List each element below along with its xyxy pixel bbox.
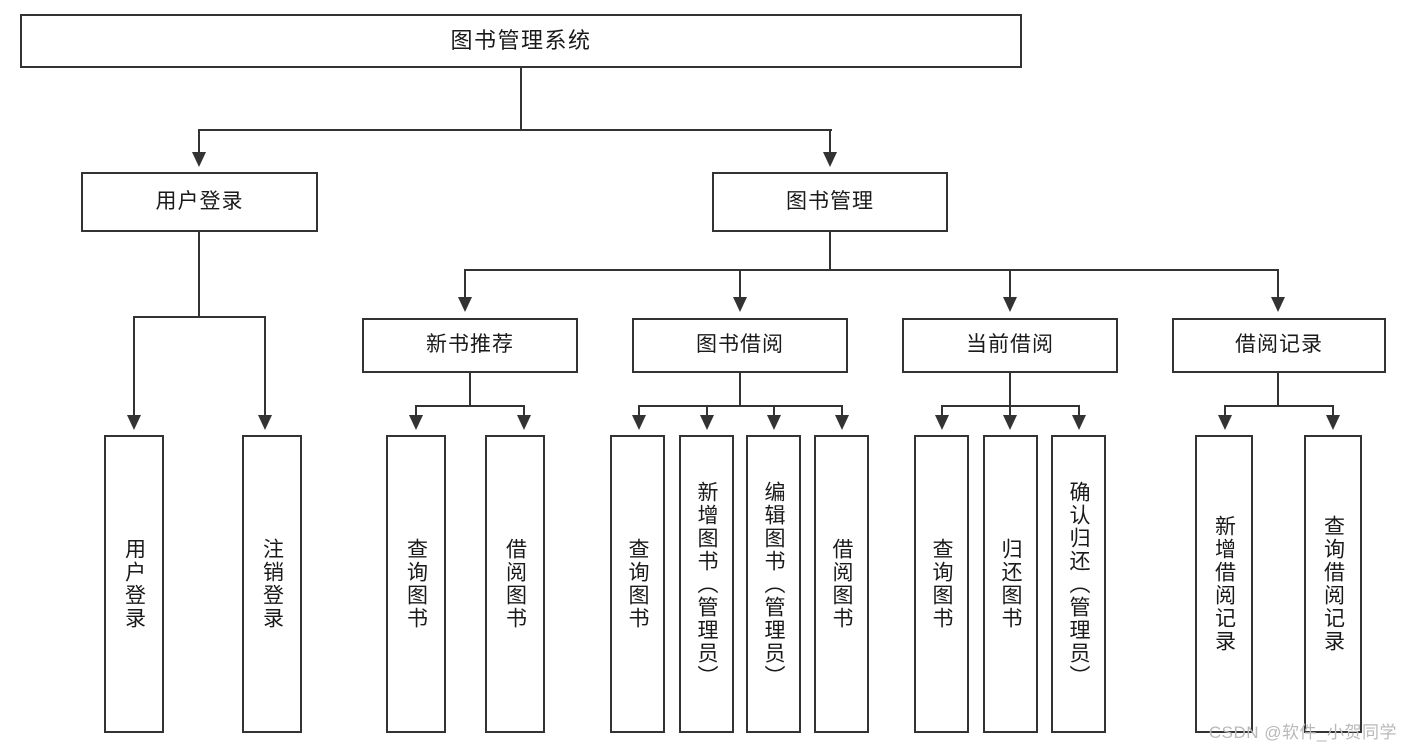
leaf-edit-book-admin[interactable]: 编辑图书（管理员） — [746, 435, 801, 733]
connector-root-stem — [520, 68, 522, 130]
arrowhead-current-borrow — [1003, 297, 1017, 312]
connector-l3-drop-1 — [464, 269, 466, 301]
arrowhead-leaf-confirm-return — [1072, 415, 1086, 430]
connector-bookborrow-bus — [638, 405, 843, 407]
connector-user-login-bus — [133, 316, 265, 318]
node-new-book-recommend[interactable]: 新书推荐 — [362, 318, 578, 373]
connector-currentborrow-stem — [1009, 373, 1011, 406]
arrowhead-leaf-add-record — [1218, 415, 1232, 430]
arrowhead-book-manage — [823, 152, 837, 167]
connector-bookborrow-drop-4 — [841, 405, 843, 419]
node-label: 图书管理 — [786, 189, 874, 213]
leaf-borrow-book[interactable]: 借阅图书 — [814, 435, 869, 733]
arrowhead-leaf-query-book-3 — [935, 415, 949, 430]
connector-newbook-drop-2 — [523, 405, 525, 419]
node-label: 新增借阅记录 — [1212, 515, 1236, 653]
arrowhead-leaf-user-login — [127, 415, 141, 430]
leaf-query-book-recommend[interactable]: 查询图书 — [386, 435, 446, 733]
node-label: 用户登录 — [122, 538, 146, 630]
leaf-query-book-borrow[interactable]: 查询图书 — [610, 435, 665, 733]
connector-book-manage-bus — [464, 269, 1279, 271]
leaf-add-borrow-record[interactable]: 新增借阅记录 — [1195, 435, 1253, 733]
connector-user-login-drop-2 — [264, 316, 266, 419]
leaf-query-book-current[interactable]: 查询图书 — [914, 435, 969, 733]
connector-book-manage-stem — [829, 232, 831, 270]
connector-currentborrow-drop-1 — [941, 405, 943, 419]
connector-l3-drop-4 — [1277, 269, 1279, 301]
arrowhead-leaf-logout — [258, 415, 272, 430]
connector-user-login-stem — [198, 232, 200, 317]
node-user-login[interactable]: 用户登录 — [81, 172, 318, 232]
node-label: 当前借阅 — [966, 333, 1054, 357]
connector-l3-drop-2 — [739, 269, 741, 301]
node-label: 查询图书 — [626, 538, 649, 630]
connector-newbook-drop-1 — [415, 405, 417, 419]
connector-borrowrecord-bus — [1224, 405, 1334, 407]
connector-borrowrecord-drop-2 — [1332, 405, 1334, 419]
connector-root-drop-1 — [198, 129, 200, 156]
node-book-borrow[interactable]: 图书借阅 — [632, 318, 848, 373]
connector-bookborrow-drop-2 — [706, 405, 708, 419]
node-label: 查询图书 — [930, 538, 953, 630]
connector-newbook-bus — [415, 405, 525, 407]
arrowhead-leaf-borrow-book-1 — [517, 415, 531, 430]
connector-l3-drop-3 — [1009, 269, 1011, 301]
connector-borrowrecord-drop-1 — [1224, 405, 1226, 419]
leaf-query-borrow-record[interactable]: 查询借阅记录 — [1304, 435, 1362, 733]
connector-root-bus — [198, 129, 832, 131]
node-label: 归还图书 — [999, 538, 1022, 630]
node-borrow-record[interactable]: 借阅记录 — [1172, 318, 1386, 373]
node-label: 注销登录 — [260, 538, 284, 630]
node-label: 借阅图书 — [830, 538, 853, 630]
arrowhead-leaf-edit-book — [767, 415, 781, 430]
node-label: 确认归还（管理员） — [1067, 480, 1090, 688]
arrowhead-user-login — [192, 152, 206, 167]
connector-bookborrow-drop-3 — [773, 405, 775, 419]
node-label: 编辑图书（管理员） — [762, 480, 785, 688]
connector-borrowrecord-stem — [1277, 373, 1279, 406]
leaf-add-book-admin[interactable]: 新增图书（管理员） — [679, 435, 734, 733]
arrowhead-new-book-rec — [458, 297, 472, 312]
connector-currentborrow-drop-2 — [1009, 405, 1011, 419]
connector-root-drop-2 — [829, 129, 831, 156]
node-label: 新增图书（管理员） — [695, 480, 718, 688]
arrowhead-borrow-record — [1271, 297, 1285, 312]
connector-bookborrow-stem — [739, 373, 741, 406]
node-book-management[interactable]: 图书管理 — [712, 172, 948, 232]
node-label: 查询借阅记录 — [1321, 515, 1345, 653]
leaf-confirm-return-admin[interactable]: 确认归还（管理员） — [1051, 435, 1106, 733]
leaf-user-login[interactable]: 用户登录 — [104, 435, 164, 733]
node-label: 借阅记录 — [1235, 333, 1323, 357]
connector-currentborrow-drop-3 — [1078, 405, 1080, 419]
leaf-logout[interactable]: 注销登录 — [242, 435, 302, 733]
leaf-return-book[interactable]: 归还图书 — [983, 435, 1038, 733]
arrowhead-leaf-return-book — [1003, 415, 1017, 430]
node-label: 查询图书 — [404, 538, 428, 630]
arrowhead-leaf-query-book-1 — [409, 415, 423, 430]
node-label: 图书管理系统 — [450, 28, 592, 54]
node-root-system[interactable]: 图书管理系统 — [20, 14, 1022, 68]
node-label: 图书借阅 — [696, 333, 784, 357]
arrowhead-leaf-query-book-2 — [632, 415, 646, 430]
node-label: 新书推荐 — [426, 333, 514, 357]
leaf-borrow-book-recommend[interactable]: 借阅图书 — [485, 435, 545, 733]
connector-user-login-drop-1 — [133, 316, 135, 419]
arrowhead-leaf-query-record — [1326, 415, 1340, 430]
node-current-borrow[interactable]: 当前借阅 — [902, 318, 1118, 373]
node-label: 用户登录 — [155, 189, 244, 213]
connector-newbook-stem — [469, 373, 471, 406]
arrowhead-leaf-add-book — [700, 415, 714, 430]
arrowhead-book-borrow — [733, 297, 747, 312]
arrowhead-leaf-borrow-book-2 — [835, 415, 849, 430]
connector-bookborrow-drop-1 — [638, 405, 640, 419]
node-label: 借阅图书 — [503, 538, 527, 630]
